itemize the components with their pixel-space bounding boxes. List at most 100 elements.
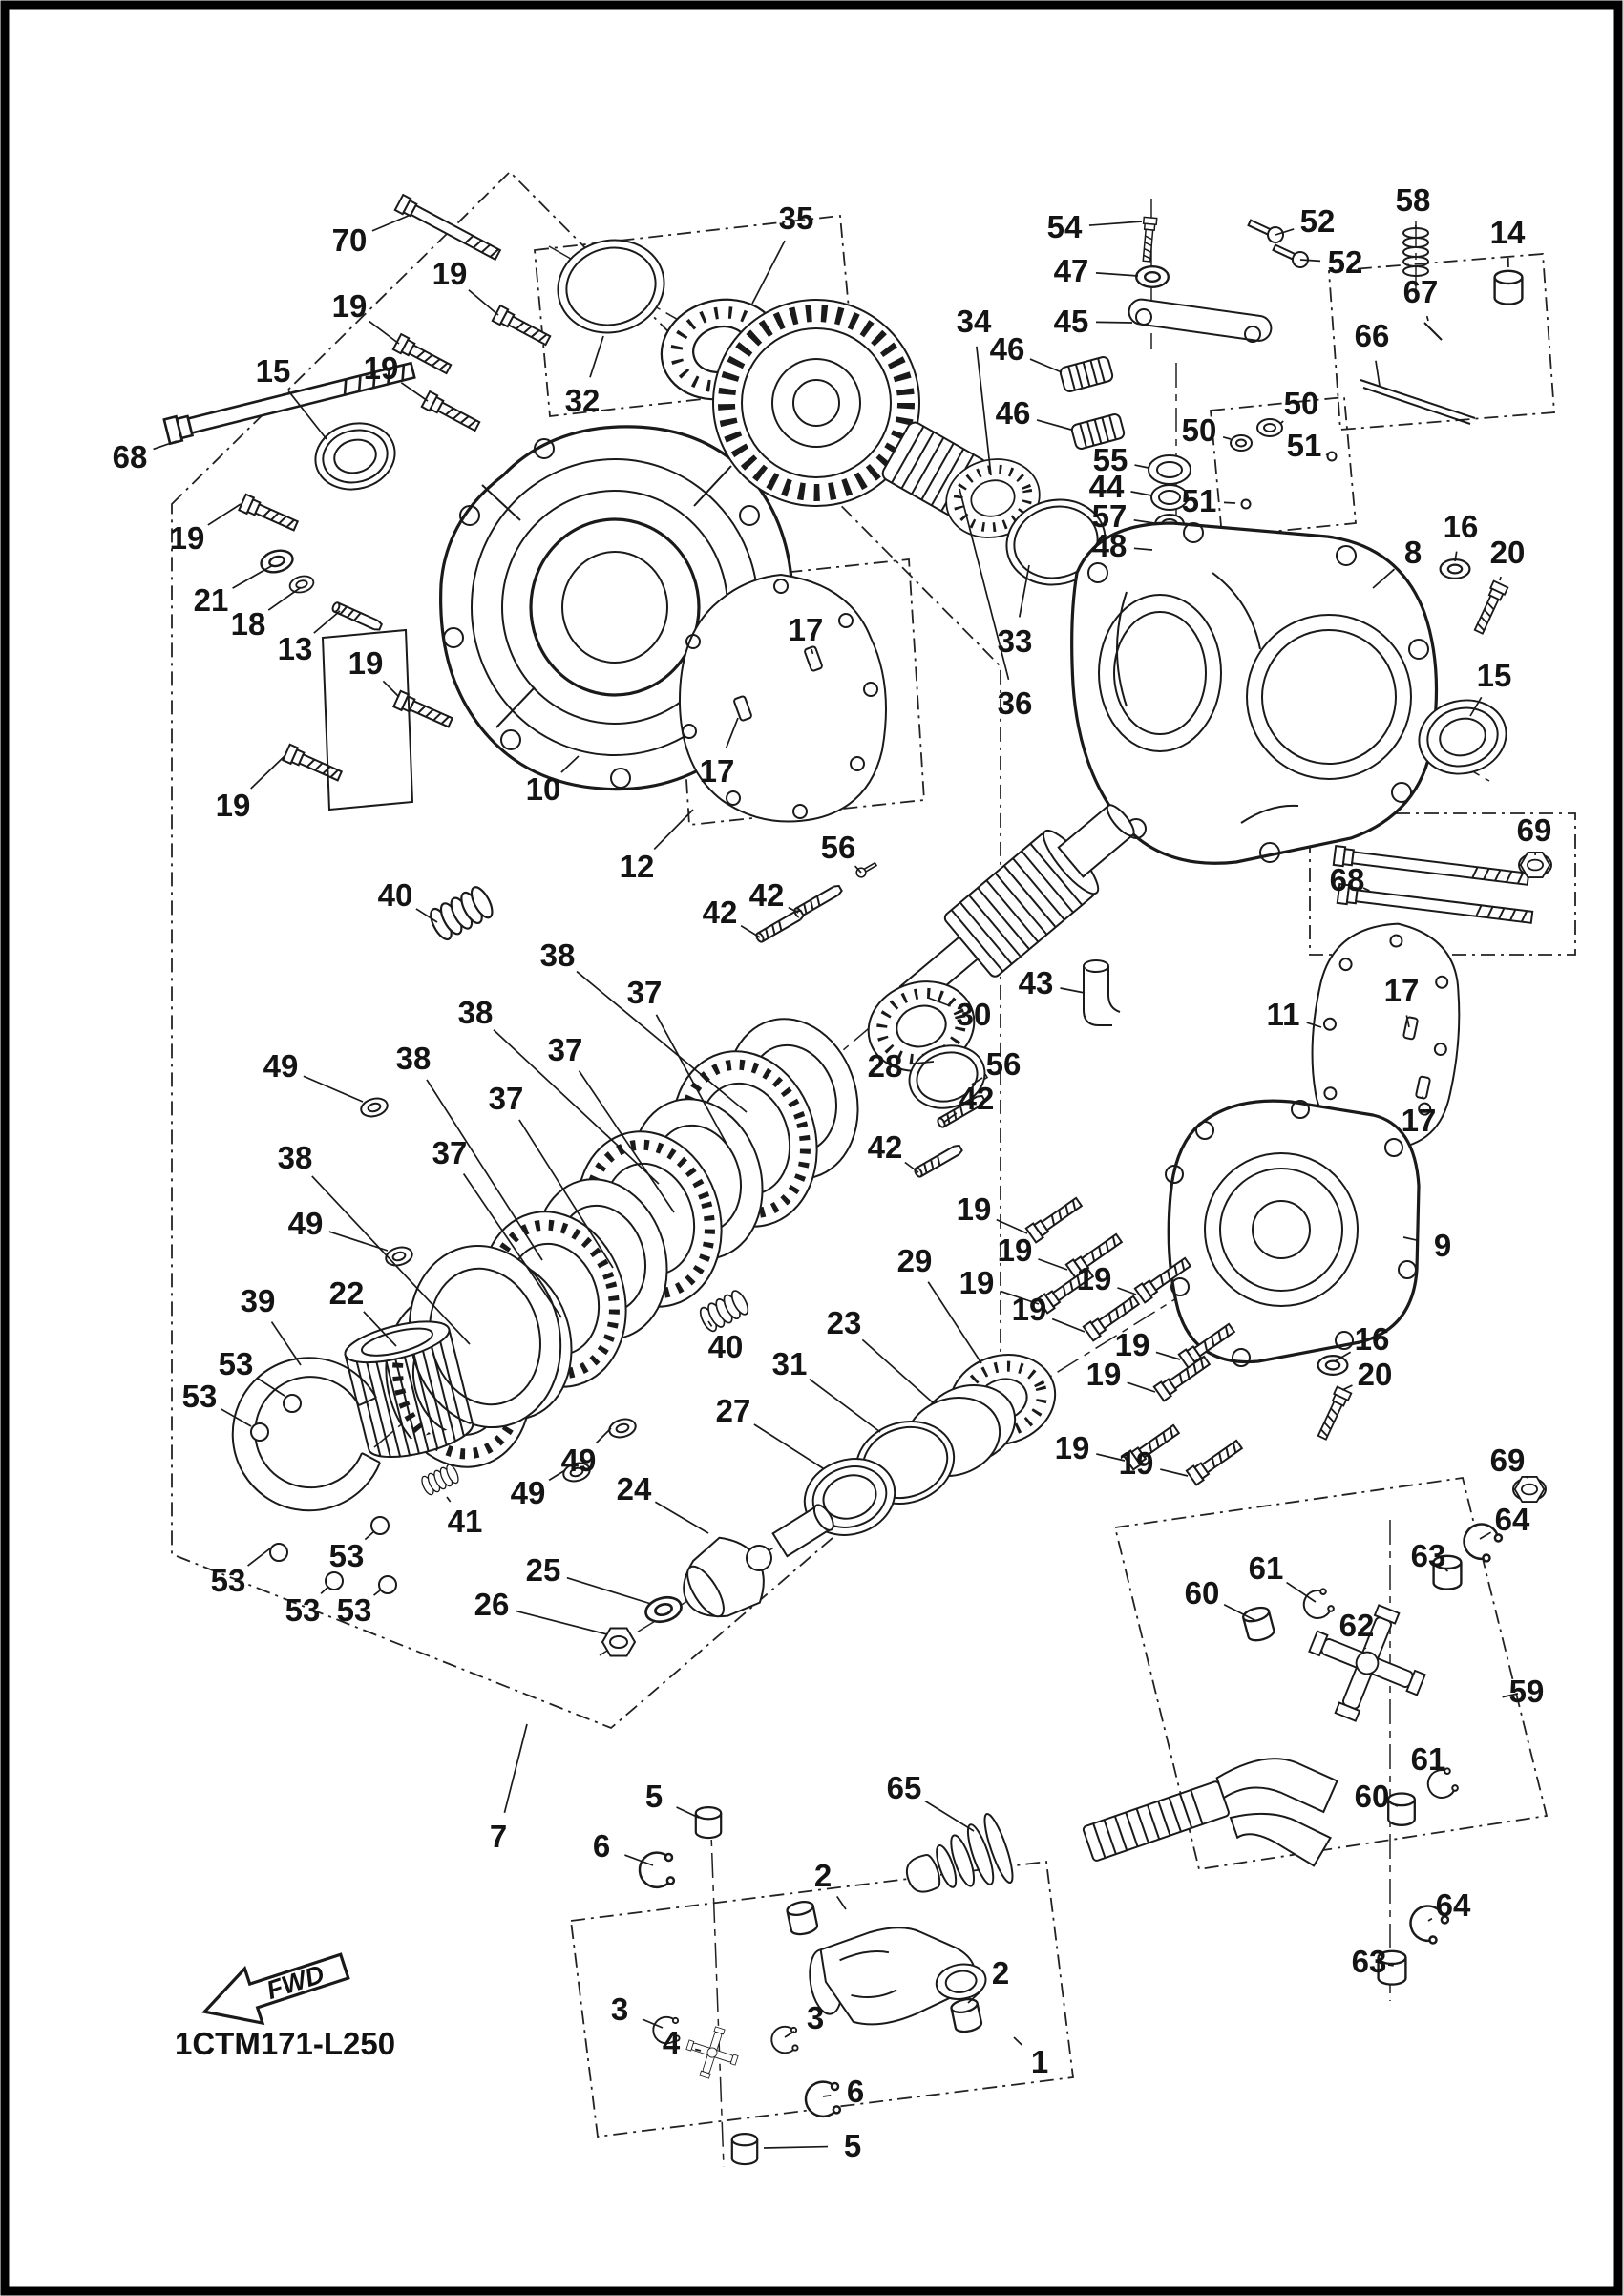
part-number-callout[interactable]: 19 [432, 256, 468, 291]
part-number-callout[interactable]: 19 [364, 350, 399, 386]
part-number-callout[interactable]: 19 [957, 1191, 992, 1227]
part-number-callout[interactable]: 27 [716, 1393, 751, 1428]
part-number-callout[interactable]: 37 [489, 1081, 524, 1116]
part-number-callout[interactable]: 51 [1287, 428, 1322, 463]
part-number-callout[interactable]: 46 [996, 395, 1031, 431]
part-number-callout[interactable]: 37 [627, 975, 663, 1010]
part-number-callout[interactable]: 14 [1490, 215, 1526, 250]
part-number-callout[interactable]: 19 [1086, 1357, 1122, 1392]
part-number-callout[interactable]: 5 [645, 1779, 663, 1814]
part-number-callout[interactable]: 69 [1517, 812, 1552, 848]
part-number-callout[interactable]: 19 [1012, 1292, 1047, 1327]
part-number-callout[interactable]: 35 [779, 200, 814, 236]
part-number-callout[interactable]: 53 [329, 1538, 365, 1573]
part-number-callout[interactable]: 6 [847, 2074, 864, 2109]
part-number-callout[interactable]: 17 [1402, 1103, 1437, 1138]
part-number-callout[interactable]: 7 [490, 1819, 507, 1854]
part-number-callout[interactable]: 11 [1267, 997, 1300, 1032]
part-number-callout[interactable]: 61 [1411, 1741, 1446, 1777]
part-number-callout[interactable]: 64 [1495, 1502, 1530, 1537]
part-number-callout[interactable]: 68 [113, 439, 148, 474]
part-number-callout[interactable]: 20 [1490, 535, 1526, 570]
part-number-callout[interactable]: 40 [708, 1329, 744, 1364]
part-number-callout[interactable]: 8 [1404, 535, 1422, 570]
part-number-callout[interactable]: 19 [998, 1232, 1033, 1268]
part-number-callout[interactable]: 33 [998, 623, 1033, 659]
part-number-callout[interactable]: 42 [703, 895, 738, 930]
part-number-callout[interactable]: 44 [1089, 469, 1125, 504]
part-number-callout[interactable]: 12 [620, 849, 655, 884]
part-number-callout[interactable]: 42 [749, 877, 785, 913]
part-number-callout[interactable]: 15 [1477, 658, 1512, 693]
part-number-callout[interactable]: 19 [170, 520, 205, 556]
part-number-callout[interactable]: 49 [511, 1475, 546, 1510]
part-number-callout[interactable]: 68 [1330, 862, 1365, 897]
part-number-callout[interactable]: 2 [814, 1858, 832, 1893]
part-number-callout[interactable]: 45 [1054, 304, 1089, 339]
part-number-callout[interactable]: 26 [474, 1587, 510, 1622]
part-number-callout[interactable]: 19 [216, 788, 251, 823]
part-number-callout[interactable]: 57 [1092, 498, 1128, 534]
part-number-callout[interactable]: 1 [1031, 2044, 1048, 2079]
part-number-callout[interactable]: 19 [1055, 1430, 1090, 1465]
part-number-callout[interactable]: 19 [959, 1265, 995, 1300]
part-number-callout[interactable]: 3 [611, 1991, 628, 2027]
part-number-callout[interactable]: 39 [241, 1283, 276, 1318]
part-number-callout[interactable]: 69 [1490, 1443, 1526, 1478]
part-number-callout[interactable]: 49 [561, 1443, 597, 1478]
part-number-callout[interactable]: 4 [663, 2025, 681, 2060]
part-number-callout[interactable]: 17 [1384, 973, 1420, 1008]
part-number-callout[interactable]: 70 [332, 222, 368, 258]
part-number-callout[interactable]: 47 [1054, 253, 1089, 288]
part-number-callout[interactable]: 61 [1249, 1550, 1284, 1586]
part-number-callout[interactable]: 38 [278, 1140, 313, 1175]
part-number-callout[interactable]: 46 [990, 331, 1025, 367]
part-number-callout[interactable]: 21 [194, 582, 229, 618]
part-number-callout[interactable]: 19 [332, 288, 368, 324]
part-number-callout[interactable]: 59 [1509, 1674, 1545, 1709]
part-number-callout[interactable]: 65 [887, 1770, 922, 1805]
part-number-callout[interactable]: 10 [526, 771, 561, 807]
part-number-callout[interactable]: 37 [432, 1135, 468, 1170]
part-number-callout[interactable]: 53 [219, 1346, 254, 1381]
part-number-callout[interactable]: 25 [526, 1552, 561, 1588]
part-number-callout[interactable]: 3 [807, 2000, 824, 2035]
part-number-callout[interactable]: 51 [1182, 483, 1217, 518]
part-number-callout[interactable]: 9 [1434, 1228, 1451, 1263]
part-number-callout[interactable]: 58 [1396, 182, 1431, 218]
part-number-callout[interactable]: 30 [957, 997, 992, 1032]
part-number-callout[interactable]: 53 [337, 1592, 372, 1628]
part-number-callout[interactable]: 28 [868, 1048, 903, 1084]
part-number-callout[interactable]: 49 [263, 1048, 299, 1084]
part-number-callout[interactable]: 6 [593, 1828, 610, 1864]
part-number-callout[interactable]: 56 [986, 1046, 1022, 1082]
part-number-callout[interactable]: 63 [1352, 1944, 1387, 1979]
part-number-callout[interactable]: 54 [1047, 209, 1083, 244]
part-number-callout[interactable]: 50 [1284, 386, 1319, 421]
part-number-callout[interactable]: 60 [1355, 1779, 1390, 1814]
part-number-callout[interactable]: 15 [256, 353, 291, 389]
part-number-callout[interactable]: 19 [1077, 1261, 1112, 1296]
part-number-callout[interactable]: 53 [182, 1379, 218, 1414]
part-number-callout[interactable]: 56 [821, 830, 856, 865]
part-number-callout[interactable]: 19 [348, 645, 384, 681]
part-number-callout[interactable]: 37 [548, 1032, 583, 1067]
part-number-callout[interactable]: 49 [288, 1206, 324, 1241]
part-number-callout[interactable]: 53 [285, 1592, 321, 1628]
part-number-callout[interactable]: 38 [396, 1041, 432, 1076]
part-number-callout[interactable]: 67 [1403, 274, 1439, 309]
part-number-callout[interactable]: 16 [1444, 509, 1479, 544]
part-number-callout[interactable]: 22 [329, 1275, 365, 1311]
part-number-callout[interactable]: 18 [231, 606, 266, 642]
part-number-callout[interactable]: 53 [211, 1563, 246, 1598]
part-number-callout[interactable]: 62 [1339, 1608, 1375, 1643]
part-number-callout[interactable]: 19 [1115, 1327, 1150, 1362]
part-number-callout[interactable]: 55 [1093, 442, 1128, 477]
part-number-callout[interactable]: 38 [458, 995, 494, 1030]
part-number-callout[interactable]: 32 [565, 383, 601, 418]
part-number-callout[interactable]: 42 [868, 1129, 903, 1165]
part-number-callout[interactable]: 60 [1185, 1575, 1220, 1611]
part-number-callout[interactable]: 17 [789, 612, 824, 647]
part-number-callout[interactable]: 52 [1328, 244, 1363, 280]
part-number-callout[interactable]: 20 [1358, 1357, 1393, 1392]
